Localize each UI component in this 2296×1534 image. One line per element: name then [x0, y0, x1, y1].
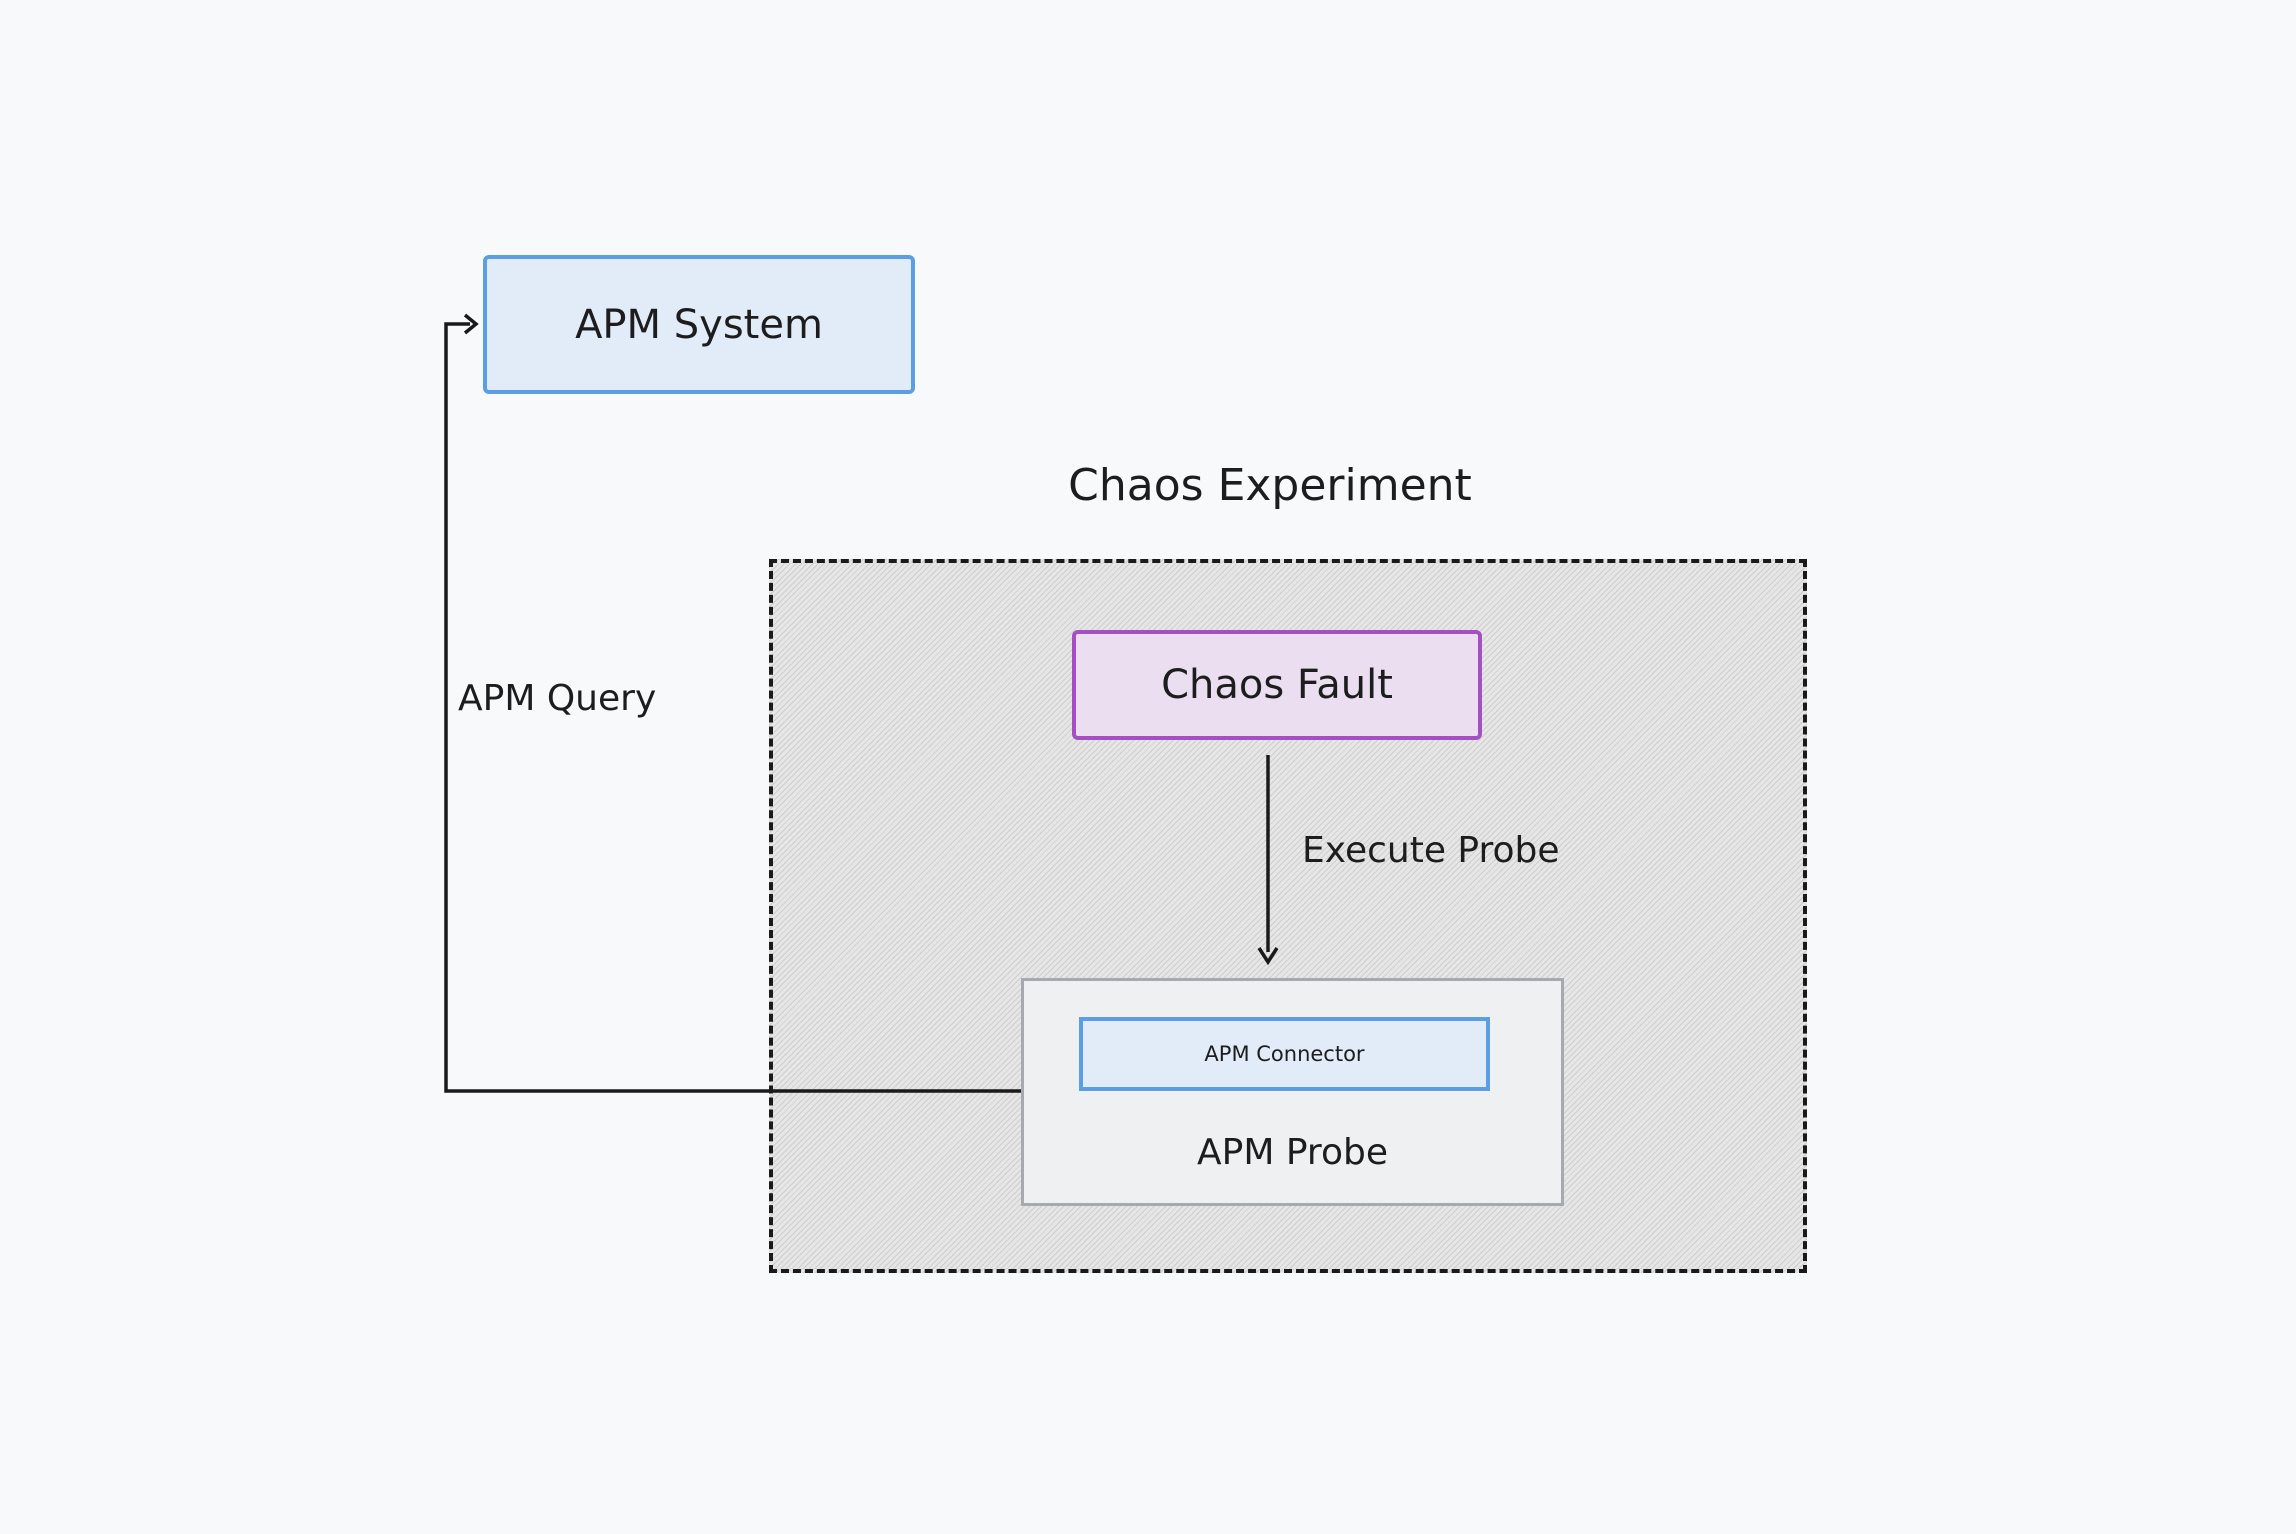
- apm-system-label: APM System: [575, 301, 823, 348]
- apm-query-edge-label: APM Query: [458, 677, 657, 719]
- apm-probe-label: APM Probe: [1197, 1131, 1388, 1173]
- apm-system-node: APM System: [483, 255, 915, 394]
- chaos-fault-label: Chaos Fault: [1161, 662, 1393, 708]
- apm-probe-node: [1021, 978, 1564, 1206]
- apm-connector-label: APM Connector: [1204, 1042, 1365, 1066]
- chaos-experiment-title: Chaos Experiment: [1068, 459, 1472, 511]
- chaos-fault-node: Chaos Fault: [1072, 630, 1482, 740]
- execute-probe-edge-label: Execute Probe: [1302, 829, 1560, 871]
- apm-connector-node: APM Connector: [1079, 1017, 1490, 1091]
